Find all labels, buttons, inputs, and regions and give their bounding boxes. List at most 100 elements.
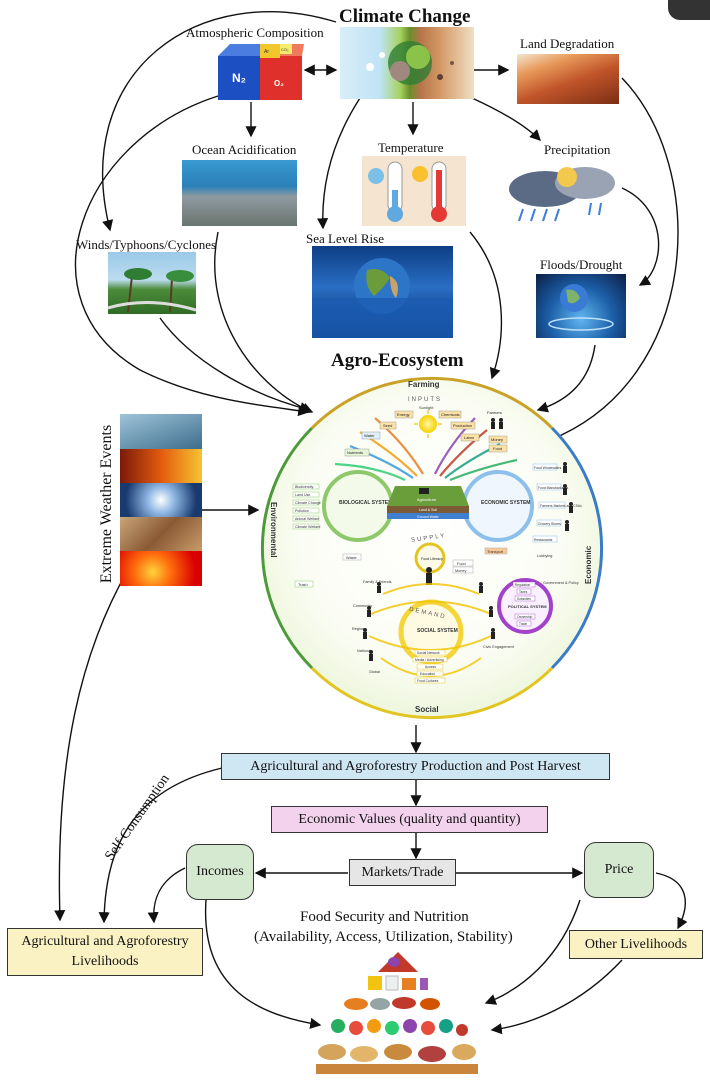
winds-label: Winds/Typhoons/Cyclones [76,237,217,252]
svg-text:Animal Welfare: Animal Welfare [295,517,319,521]
economic-values-box: Economic Values (quality and quantity) [271,806,548,833]
weather-image-hurricane [120,483,202,517]
energy-label: Energy [397,412,410,417]
weather-image-drought [120,517,202,551]
extreme-weather-images [120,414,202,586]
precipitation-label: Precipitation [544,142,611,157]
atmospheric-composition-label: Atmospheric Composition [186,25,324,40]
svg-text:Pollution: Pollution [295,509,309,513]
social-label: Social [415,705,439,714]
community-label: Community [353,604,372,608]
social-system-label: SOCIAL SYSTEM [417,628,458,634]
svg-text:Ownership: Ownership [517,615,532,619]
co2-label: CO₂ [281,47,289,52]
ar-label: Ar [264,49,269,55]
political-system-label: POLITICAL SYSTEM [508,604,547,609]
temperature-label: Temperature [378,140,444,155]
labor-label: Labor [464,435,475,440]
economic-system-ring [462,470,534,542]
svg-text:Regulation: Regulation [515,583,530,587]
lobbying-label: Lobbying [537,554,552,558]
corner-tab [668,0,710,20]
food-label: Food [493,446,502,451]
weather-image-fire [120,449,202,483]
ground-water-label: Ground Water [417,515,440,519]
n2-label: N₂ [232,71,246,85]
food-mid-label: Food [457,562,466,566]
weather-image-heat [120,551,202,586]
seed-label: Seed [383,423,392,428]
agriculture-label: Agriculture [417,497,437,502]
livelihoods-box: Agricultural and Agroforestry Livelihood… [7,928,203,976]
land-degradation-label: Land Degradation [520,36,615,51]
svg-text:Food Manufacturers: Food Manufacturers [538,486,569,490]
region-label: Region [352,627,364,631]
svg-text:Media / Advertising: Media / Advertising [415,658,444,662]
food-security-subtitle: (Availability, Access, Utilization, Stab… [254,929,513,945]
svg-text:Access: Access [425,665,436,669]
winds-image [108,252,196,314]
cow-icon [419,488,429,494]
sun-icon [419,415,437,433]
rain-cloud-icon [509,167,615,222]
farmers-label: Farmers [487,410,502,415]
biological-system-ring [322,470,394,542]
supply-label: SUPPLY [411,533,447,544]
other-livelihoods-box: Other Livelihoods [569,930,703,959]
floods-drought-label: Floods/Drought [540,257,623,272]
trash-label: Trash [298,583,308,587]
climate-change-title: Climate Change [339,6,471,27]
ocean-acidification-label: Ocean Acidification [192,142,297,157]
livelihoods-text: Agricultural and Agroforestry Livelihood… [21,934,189,969]
ocean-acidification-image [182,160,297,226]
economic-system-label: ECONOMIC SYSTEM [481,500,530,506]
land-degradation-image [517,54,619,104]
economic-figures [563,462,573,531]
global-label: Global [369,670,380,674]
farming-label: Farming [408,380,440,389]
transport-label: Transport [487,550,504,554]
svg-text:Grocery Stores: Grocery Stores [538,522,561,526]
economic-side-label: Economic [584,545,593,584]
production-box: Agricultural and Agroforestry Production… [221,753,610,780]
food-literacy-label: Food Literacy [421,557,443,561]
sunlight-label: Sunlight [419,405,434,410]
environmental-side-label: Environmental [269,502,278,558]
water-label: Water [364,433,375,438]
production-label: Production [453,423,472,428]
svg-text:Education: Education [420,672,435,676]
floods-drought-image [536,274,626,338]
svg-text:Climate Welfare: Climate Welfare [295,525,321,529]
inputs-label: INPUTS [408,397,442,403]
family-label: Family & Friends [363,580,392,584]
national-label: National [357,649,371,653]
food-security-title: Food Security and Nutrition [300,909,469,925]
social-figures [363,582,495,661]
markets-trade-box: Markets/Trade [349,859,456,886]
money-mid-label: Money [455,569,466,573]
agro-ecosystem-title: Agro-Ecosystem [331,350,464,371]
svg-text:Land Use: Land Use [295,493,310,497]
svg-text:Food Wholesalers: Food Wholesalers [534,466,562,470]
o2-label: O₂ [274,79,284,88]
sea-level-rise-label: Sea Level Rise [306,231,384,246]
svg-text:Restaurants: Restaurants [534,538,553,542]
svg-text:Climate Change: Climate Change [295,501,321,505]
svg-text:Farmers Markets and CSAs: Farmers Markets and CSAs [540,504,582,508]
weather-image-storm-sea [120,414,202,449]
thermometer-icon [362,156,466,226]
civic-label: Civic Engagement [483,645,515,649]
waste-label: Waste [346,556,357,560]
money-label: Money [491,437,503,442]
climate-change-image [340,27,474,99]
food-pyramid-icon [316,952,478,1074]
chemicals-label: Chemicals [441,412,460,417]
svg-text:Biodiversity: Biodiversity [295,485,314,489]
svg-text:Food Cultures: Food Cultures [417,679,439,683]
land-soil-label: Land & Soil [419,508,437,512]
gov-policy-label: Government & Policy [543,581,579,585]
political-system-ring [497,578,553,634]
svg-text:Trade: Trade [519,622,527,626]
self-consumption-label: Self Consumption [102,771,173,864]
